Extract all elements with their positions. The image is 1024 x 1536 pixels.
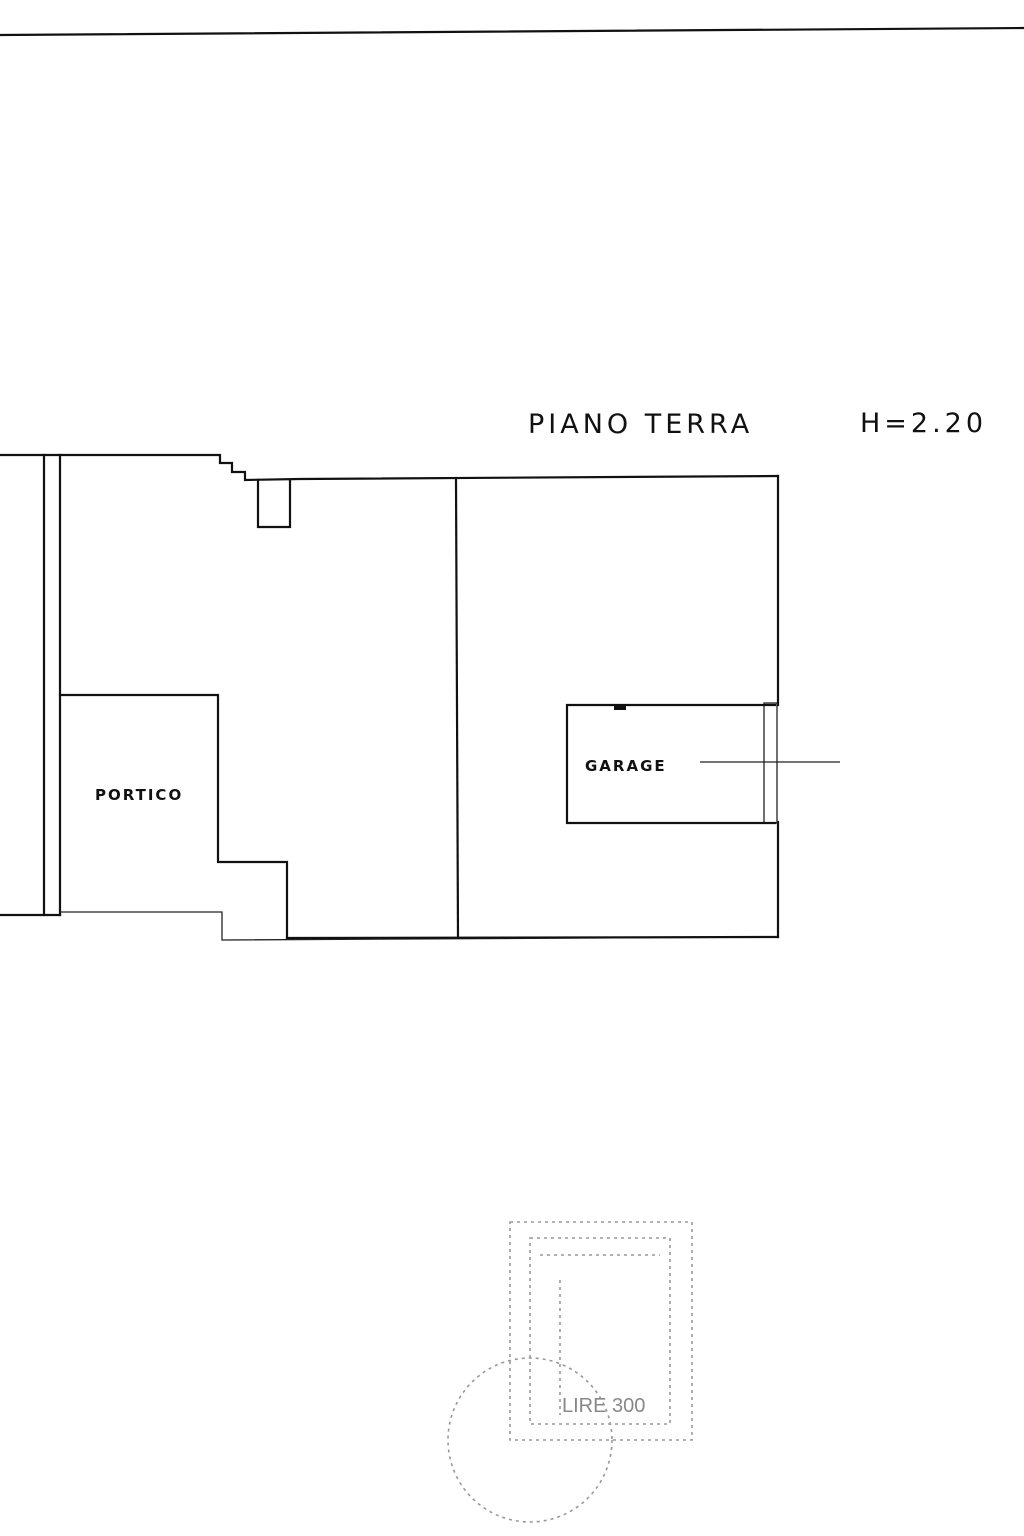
- floor-plan-walls: [0, 453, 840, 941]
- revenue-stamp: LIRE 300: [447, 1221, 693, 1523]
- south-wall: [60, 911, 779, 941]
- garage-room: [565, 703, 777, 825]
- south-wall-main: [285, 935, 780, 940]
- garage-door: [763, 702, 778, 824]
- room-label-portico: PORTICO: [95, 786, 183, 804]
- portico-wall: [58, 693, 289, 940]
- chimney: [256, 478, 292, 529]
- garage-mark: [614, 704, 626, 710]
- north-wall: [0, 453, 780, 482]
- stamp-value: LIRE 300: [562, 1395, 645, 1417]
- plan-title: PIANO TERRA: [528, 409, 753, 440]
- partition-wall: [454, 478, 460, 939]
- height-label: H=2.20: [860, 408, 987, 439]
- room-label-garage: GARAGE: [585, 757, 667, 775]
- page-border-line: [0, 26, 1024, 37]
